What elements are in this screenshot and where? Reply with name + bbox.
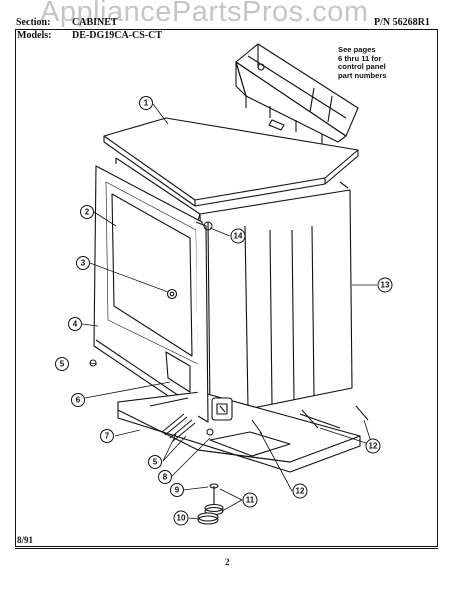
section-value: CABINET xyxy=(72,17,118,28)
svg-text:3: 3 xyxy=(81,259,86,268)
note-line: See pages xyxy=(338,45,376,54)
svg-text:8: 8 xyxy=(163,473,168,482)
vent-bracket-drawing xyxy=(211,397,233,421)
svg-text:9: 9 xyxy=(175,486,180,495)
svg-text:12: 12 xyxy=(296,487,305,496)
callout-13: 13 xyxy=(377,277,393,293)
svg-text:6: 6 xyxy=(76,396,81,405)
callout-3: 3 xyxy=(76,256,90,270)
models-value: DE-DG19CA-CS-CT xyxy=(72,30,162,41)
callout-8: 8 xyxy=(158,470,172,484)
svg-text:10: 10 xyxy=(177,514,186,523)
callout-5b: 5 xyxy=(148,455,162,469)
callout-4: 4 xyxy=(68,317,82,331)
front-panel-drawing xyxy=(93,165,205,421)
watermark: AppliancePartsPros.com xyxy=(40,0,369,28)
top-panel-drawing xyxy=(103,117,359,215)
base-drawing xyxy=(117,391,361,473)
callout-10: 10 xyxy=(173,510,189,526)
callout-11: 11 xyxy=(242,492,258,508)
note-line: 6 thru 11 for xyxy=(338,53,382,63)
callout-7: 7 xyxy=(100,429,114,443)
control-panel-note: See pages 6 thru 11 for control panel pa… xyxy=(338,45,387,80)
callout-9: 9 xyxy=(170,483,184,497)
part-number: P/N 56268R1 xyxy=(374,17,430,28)
svg-text:11: 11 xyxy=(246,496,255,505)
svg-text:13: 13 xyxy=(381,281,390,290)
svg-text:14: 14 xyxy=(234,232,243,241)
models-label: Models: xyxy=(17,30,52,41)
leader-lines xyxy=(81,103,377,520)
diagram-frame xyxy=(15,29,438,547)
section-label: Section: xyxy=(16,17,51,28)
callout-12b: 12 xyxy=(365,438,381,454)
leveling-foot-drawing xyxy=(197,483,224,525)
revision-date: 8/91 xyxy=(17,535,34,545)
cabinet-side-drawing xyxy=(197,189,353,419)
svg-text:5: 5 xyxy=(153,458,158,467)
svg-text:4: 4 xyxy=(73,320,78,329)
note-line: part numbers xyxy=(338,70,387,80)
svg-text:12: 12 xyxy=(369,442,378,451)
svg-text:1: 1 xyxy=(144,99,149,108)
callout-12a: 12 xyxy=(292,483,308,499)
note-line: control panel xyxy=(338,62,386,72)
callout-5: 5 xyxy=(55,357,69,371)
footer-rule xyxy=(15,548,438,549)
svg-text:2: 2 xyxy=(85,208,90,217)
control-panel-drawing xyxy=(235,43,359,146)
callout-14: 14 xyxy=(230,228,246,244)
callout-6: 6 xyxy=(71,393,85,407)
svg-text:5: 5 xyxy=(60,360,65,369)
page-number: 2 xyxy=(225,557,230,567)
callout-2: 2 xyxy=(80,205,94,219)
callout-1: 1 xyxy=(139,96,153,110)
svg-text:7: 7 xyxy=(105,432,110,441)
screws-drawing xyxy=(89,221,369,442)
